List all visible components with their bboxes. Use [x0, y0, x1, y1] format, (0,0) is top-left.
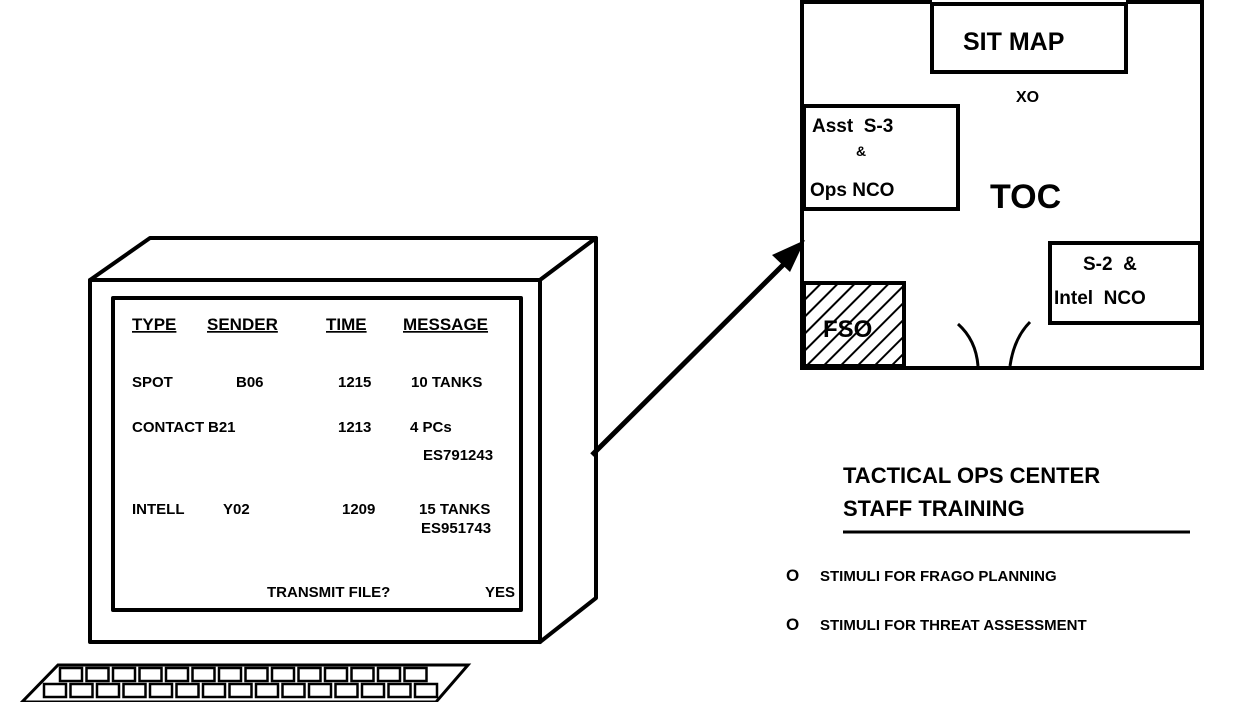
- keyboard-key: [297, 666, 322, 683]
- bullet-marker-icon: O: [786, 566, 799, 585]
- keyboard-key: [307, 682, 333, 699]
- row-message-extra: ES951743: [421, 520, 491, 537]
- keyboard-key: [281, 682, 306, 699]
- keyboard-key: [217, 666, 243, 683]
- s2-box: [1048, 241, 1202, 325]
- row-time: 1215: [338, 374, 371, 391]
- door-right: [1008, 320, 1032, 367]
- terminal-header-row: TYPE SENDER TIME MESSAGE: [132, 315, 488, 334]
- arrow-to-toc: [590, 240, 805, 457]
- keyboard-key: [175, 682, 200, 699]
- row-sender: B21: [208, 419, 236, 436]
- keyboard-key: [191, 666, 216, 683]
- keyboard-key: [148, 682, 174, 699]
- bullet-item: STIMULI FOR FRAGO PLANNING: [820, 568, 1057, 585]
- computer-terminal: [88, 236, 598, 644]
- keyboard-key: [122, 682, 147, 699]
- keyboard-key: [85, 666, 110, 683]
- asst-s3-label: Asst S-3: [812, 116, 893, 137]
- keyboard-keys: [42, 666, 439, 699]
- keyboard-key: [69, 682, 94, 699]
- keyboard-key: [270, 666, 296, 683]
- keyboard-key: [58, 666, 84, 683]
- keyboard-key: [387, 682, 412, 699]
- fso-label: FSO: [823, 316, 872, 343]
- row-type: INTELL: [132, 501, 185, 518]
- asst-s3-box: [802, 104, 960, 211]
- ops-nco-label: Ops NCO: [810, 180, 894, 201]
- terminal-side-face: [538, 236, 598, 644]
- keyboard-key: [244, 666, 269, 683]
- row-message: 4 PCs: [410, 419, 452, 436]
- door-left: [956, 322, 980, 367]
- row-message: 10 TANKS: [411, 374, 482, 391]
- row-sender: Y02: [223, 501, 250, 518]
- prompt-answer: YES: [485, 584, 515, 601]
- sit-map-label: SIT MAP: [963, 28, 1064, 56]
- bullet-marker-icon: O: [786, 615, 799, 634]
- keyboard-key: [323, 666, 349, 683]
- keyboard-key: [164, 666, 190, 683]
- terminal-row-1: CONTACT B21 1213 4 PCs ES791243: [132, 419, 493, 464]
- sit-map-box: [930, 2, 1128, 74]
- row-sender: B06: [236, 374, 264, 391]
- legend: TACTICAL OPS CENTER STAFF TRAINING O STI…: [786, 463, 1190, 634]
- toc-floor-plan: [800, 0, 1204, 370]
- header-message: MESSAGE: [403, 315, 488, 334]
- keyboard-key: [334, 682, 359, 699]
- fso-box: [802, 281, 906, 368]
- keyboard-key: [111, 666, 137, 683]
- row-type: SPOT: [132, 374, 173, 391]
- keyboard-key: [360, 682, 386, 699]
- terminal-row-0: SPOT B06 1215 10 TANKS: [132, 374, 482, 391]
- xo-label: XO: [1016, 89, 1039, 106]
- keyboard-key: [138, 666, 163, 683]
- arrow-shaft: [590, 260, 788, 457]
- header-sender: SENDER: [207, 315, 278, 334]
- keyboard-key: [350, 666, 375, 683]
- terminal-screen: [111, 296, 523, 612]
- keyboard: [19, 663, 472, 702]
- row-message: 15 TANKS: [419, 501, 490, 518]
- terminal-top-face: [88, 236, 598, 282]
- intel-nco-label: Intel NCO: [1054, 288, 1146, 309]
- arrow-head-icon: [772, 240, 805, 272]
- row-time: 1209: [342, 501, 375, 518]
- header-time: TIME: [326, 315, 367, 334]
- keyboard-key: [95, 682, 121, 699]
- bullet-item: STIMULI FOR THREAT ASSESSMENT: [820, 617, 1087, 634]
- toc-center-label: TOC: [990, 178, 1061, 216]
- row-time: 1213: [338, 419, 371, 436]
- keyboard-key: [228, 682, 253, 699]
- asst-and-label: &: [856, 143, 866, 159]
- keyboard-key: [376, 666, 402, 683]
- row-message-extra: ES791243: [423, 447, 493, 464]
- legend-title-line1: TACTICAL OPS CENTER: [843, 463, 1100, 488]
- keyboard-key: [254, 682, 280, 699]
- keyboard-key: [42, 682, 68, 699]
- keyboard-key: [413, 682, 439, 699]
- row-type: CONTACT: [132, 419, 204, 436]
- legend-title-line2: STAFF TRAINING: [843, 496, 1025, 521]
- header-type: TYPE: [132, 315, 176, 334]
- s2-label: S-2 &: [1083, 254, 1137, 275]
- keyboard-key: [403, 666, 428, 683]
- keyboard-key: [201, 682, 227, 699]
- terminal-prompt: TRANSMIT FILE? YES: [267, 584, 515, 601]
- terminal-row-2: INTELL Y02 1209 15 TANKS ES951743: [132, 501, 491, 537]
- prompt-text: TRANSMIT FILE?: [267, 584, 390, 601]
